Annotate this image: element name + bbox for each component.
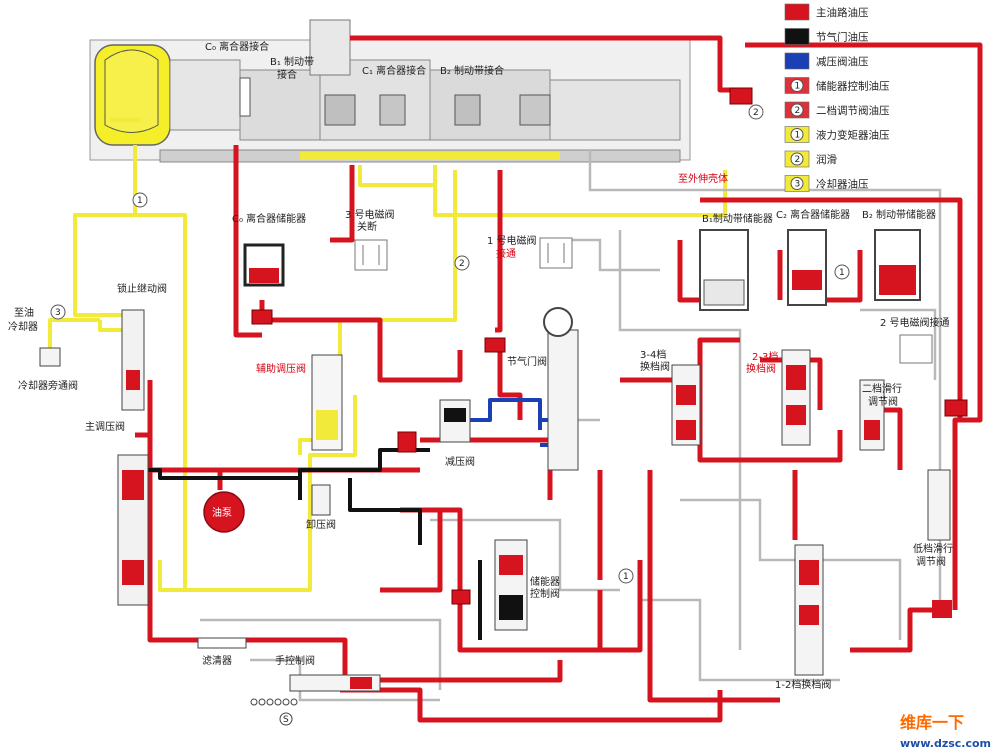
legend-row-main: 主油路油压 [784, 3, 869, 21]
shift-valve-2-3 [781, 349, 811, 446]
label-shift-2-3: 2-3档 [752, 350, 778, 363]
legend-row-lube: 2 润滑 [784, 150, 837, 168]
label-second-coast-modulator-2: 调节阀 [868, 395, 898, 408]
legend-badge-coast [790, 103, 804, 117]
legend-label-coast: 二档调节阀油压 [816, 104, 890, 117]
labels: C₀ 离合器接合 B₁ 制动带 接合 C₁ 离合器接合 B₂ 制动带接合 至外伸… [8, 40, 953, 725]
marker-converter-1: 1 [137, 196, 143, 206]
legend-row-coast: 2 二档调节阀油压 [784, 101, 890, 119]
legend-label-throttle: 节气门油压 [816, 31, 869, 44]
label-solenoid-3: 3 号电磁阀 [345, 208, 395, 221]
legend-badge-conv [790, 128, 804, 141]
legend-label-conv: 液力变矩器油压 [816, 129, 890, 142]
legend-badge-text-coast: 2 [795, 106, 801, 116]
shift-position-indicators [250, 698, 298, 726]
legend-badge-acc [790, 79, 804, 92]
label-to-cooler: 至油 [14, 306, 34, 319]
marker-lube-2: 2 [459, 259, 465, 269]
solenoid-3 [354, 239, 388, 271]
legend-row-conv: 1 液力变矩器油压 [784, 126, 890, 143]
legend-row-throttle: 节气门油压 [784, 28, 869, 45]
label-shift-2-3-valve: 换档阀 [746, 362, 776, 375]
label-cooler-bypass-valve: 冷却器旁通阀 [18, 379, 78, 392]
label-accumulator-control-2: 控制阀 [530, 587, 560, 600]
label-shift-1-2: 1-2档换档阀 [775, 678, 831, 691]
legend-badge-text-acc: 1 [795, 82, 801, 92]
throttle-valve [547, 329, 579, 471]
label-shift-3-4-valve: 换档阀 [640, 360, 670, 373]
label-solenoid-1: 1 号电磁阀 [487, 234, 537, 247]
label-primary-regulator-valve: 主调压阀 [85, 420, 125, 433]
label-c0-accumulator: C₀ 离合器储能器 [232, 212, 306, 225]
label-oil-strainer: 滤清器 [202, 654, 232, 667]
legend-badge-text-lube: 2 [795, 155, 801, 165]
line-markers: 1 2 3 1 1 2 [50, 104, 850, 584]
label-accumulator-control: 储能器 [530, 575, 560, 588]
label-b1-brake-2: 接合 [277, 68, 297, 81]
marker-acc-1: 1 [839, 268, 845, 278]
legend-label-lube: 润滑 [816, 153, 837, 166]
legend-badge-cool [790, 177, 804, 190]
solenoid-1 [539, 237, 573, 269]
label-lockup-relay-valve: 锁止继动阀 [117, 282, 167, 295]
label-b2-brake: B₂ 制动带接合 [440, 64, 504, 77]
legend-badge-text-conv: 1 [795, 131, 801, 141]
label-shift-3-4: 3-4档 [640, 348, 666, 361]
label-throttle-valve: 节气门阀 [507, 355, 547, 368]
oil-pump [203, 491, 245, 533]
label-oil-pump: 油泵 [212, 506, 232, 519]
label-cutback-valve: 减压阀 [445, 455, 475, 468]
label-b2-accumulator: B₂ 制动带储能器 [862, 208, 936, 221]
label-c1-clutch: C₁ 离合器接合 [362, 64, 426, 77]
label-low-coast-modulator-2: 调节阀 [916, 555, 946, 568]
marker-coast-2: 2 [753, 108, 759, 118]
watermark-url: www.dzsc.com [900, 737, 991, 750]
label-to-cooler-2: 冷却器 [8, 320, 38, 333]
relief-valve [311, 484, 331, 516]
cooler-bypass-valve [39, 347, 61, 367]
label-solenoid-1-on: 接通 [496, 247, 516, 260]
label-second-coast-modulator: 二档滑行 [862, 382, 902, 395]
label-to-extension-housing: 至外伸壳体 [678, 172, 728, 185]
legend-label-main: 主油路油压 [816, 6, 869, 19]
legend-row-cutback: 减压阀油压 [784, 52, 869, 70]
legend-label-cutback: 减压阀油压 [816, 55, 869, 68]
label-position-s: S [283, 715, 289, 725]
marker-cooler-3: 3 [55, 308, 61, 318]
label-manual-valve: 手控制阀 [275, 654, 315, 667]
low-coast-modulator-valve [927, 469, 951, 541]
label-c0-clutch: C₀ 离合器接合 [205, 40, 269, 53]
legend-row-cool: 3 冷却器油压 [784, 175, 869, 192]
legend-label-cool: 冷却器油压 [816, 178, 869, 191]
watermark: 维库一下 www.dzsc.com [900, 713, 991, 750]
label-b1-brake: B₁ 制动带 [270, 55, 314, 68]
label-c2-accumulator: C₂ 离合器储能器 [776, 208, 850, 221]
label-relief-valve: 卸压阀 [306, 518, 336, 531]
auxiliary-lines [200, 150, 942, 702]
label-solenoid-3-off: 关断 [357, 220, 377, 233]
label-b1-accumulator: B₁制动带储能器 [702, 212, 773, 225]
legend-badge-lube [790, 152, 804, 166]
legend-label-acc: 储能器控制油压 [816, 80, 890, 93]
transmission-cutaway [89, 19, 691, 163]
legend-swatch-cutback [784, 52, 810, 70]
label-solenoid-2: 2 号电磁阀接通 [880, 316, 950, 329]
throttle-pressure [125, 448, 482, 640]
legend-row-acc: 1 储能器控制油压 [784, 77, 890, 94]
legend-badge-text-cool: 3 [795, 180, 801, 190]
solenoid-2 [899, 334, 933, 364]
valves [39, 87, 968, 692]
lockup-relay-valve [121, 309, 145, 411]
legend-swatch-main [784, 3, 810, 21]
label-low-coast-modulator: 低档滑行 [913, 542, 953, 555]
label-secondary-regulator-valve: 辅助调压阀 [256, 362, 306, 375]
marker-acc-1b: 1 [623, 572, 629, 582]
legend-swatch-throttle [784, 28, 810, 45]
oil-strainer [197, 637, 247, 649]
watermark-logo-text: 维库一下 [900, 713, 964, 732]
c2-accumulator [787, 229, 827, 306]
